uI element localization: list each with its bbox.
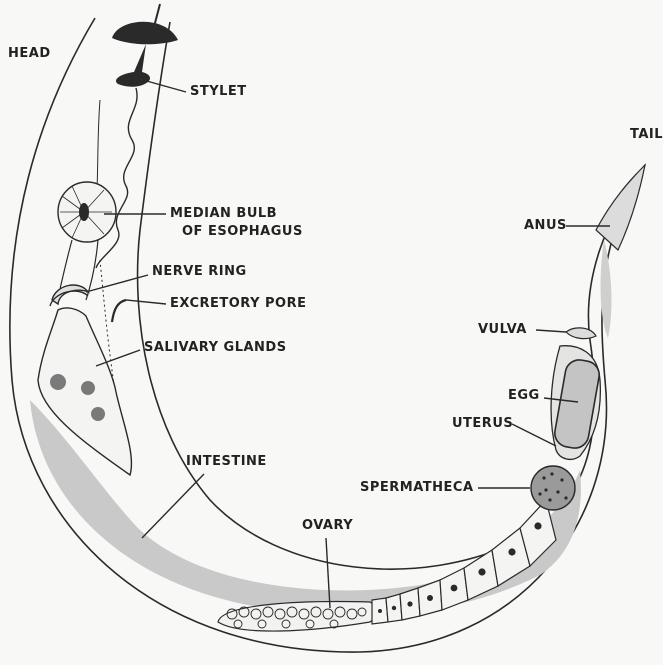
label-ovary: OVARY (302, 518, 353, 534)
label-nerve-ring: NERVE RING (152, 264, 247, 280)
label-stylet: STYLET (190, 84, 247, 100)
label-intestine: INTESTINE (186, 454, 267, 470)
spermatheca (531, 466, 575, 510)
label-median-bulb-line2: OF ESOPHAGUS (182, 224, 303, 240)
label-head: HEAD (8, 46, 51, 62)
label-vulva: VULVA (478, 322, 527, 338)
label-uterus: UTERUS (452, 416, 513, 432)
label-tail: TAIL (630, 127, 663, 143)
label-median-bulb-line1: MEDIAN BULB (170, 206, 277, 222)
label-anus: ANUS (524, 218, 567, 234)
label-excretory-pore: EXCRETORY PORE (170, 296, 307, 312)
label-egg: EGG (508, 388, 540, 404)
label-salivary-glands: SALIVARY GLANDS (144, 340, 287, 356)
label-spermatheca: SPERMATHECA (360, 480, 474, 496)
